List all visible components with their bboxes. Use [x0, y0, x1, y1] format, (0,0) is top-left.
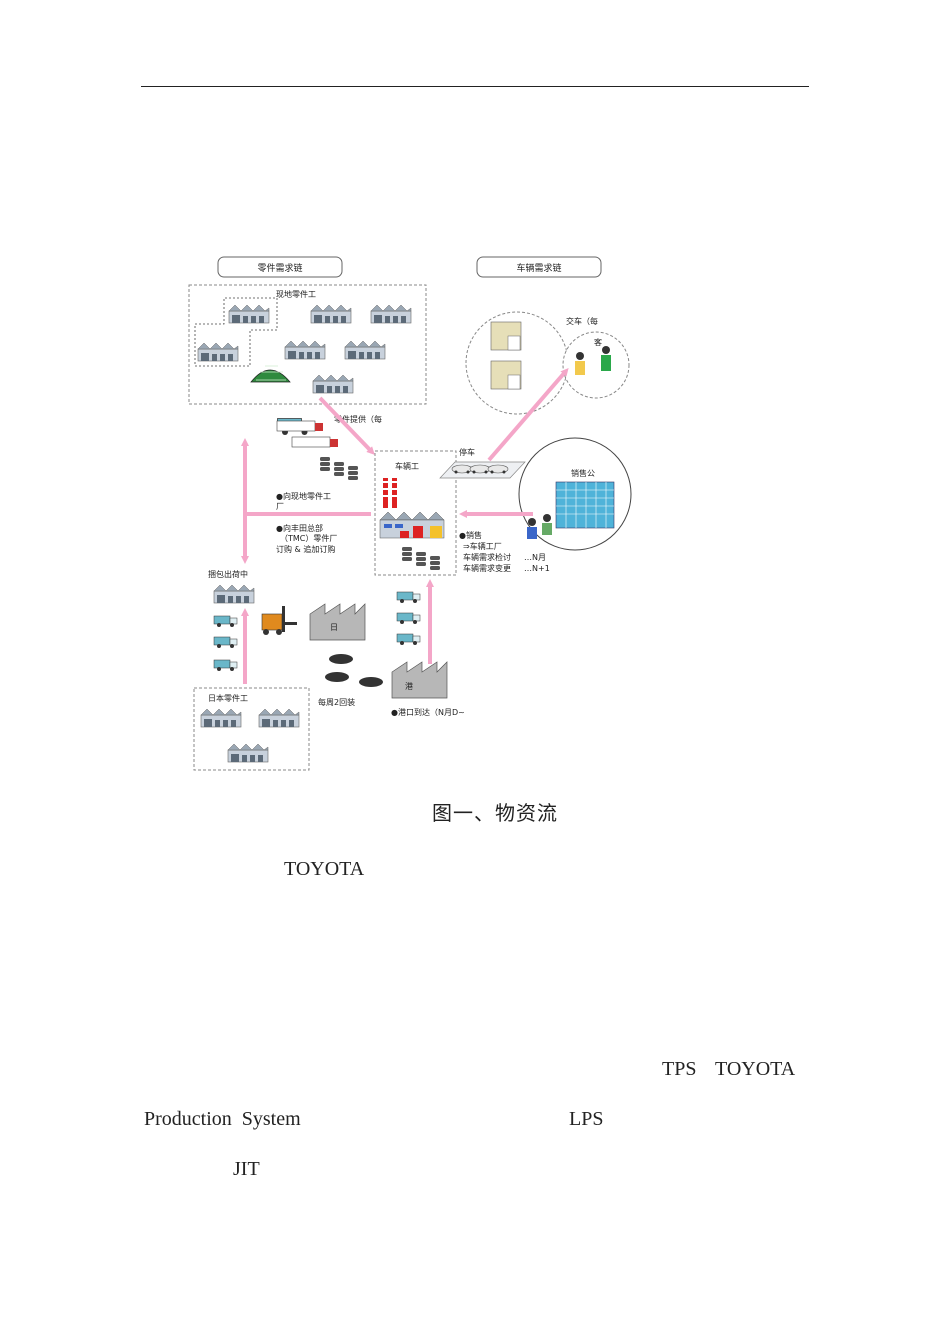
japan-label: 日	[330, 623, 338, 632]
japan-factory: 日	[309, 603, 366, 641]
factory-icon	[200, 708, 242, 728]
tire-icon	[430, 556, 440, 570]
sales-label-4b: …N+1	[524, 564, 550, 573]
customer-label: 客	[594, 337, 602, 347]
vehicle-chain-title: 车辆需求链	[516, 262, 561, 274]
truck-icon	[213, 615, 238, 628]
tire-icon	[416, 552, 426, 566]
factory-icon	[213, 584, 255, 604]
sales-label-3: 车辆需求检讨	[463, 552, 511, 562]
header-rule	[141, 86, 809, 87]
plant-chimneys	[383, 478, 397, 508]
sales-label-1: ●销售	[459, 530, 482, 540]
tire-icon	[334, 462, 344, 476]
sales-label-3b: …N月	[524, 553, 546, 562]
figure-caption: 图一、物资流	[432, 801, 558, 825]
sales-label-4: 车辆需求变更	[463, 563, 511, 573]
truck-icon	[213, 659, 238, 672]
weekly-ships-label: 每周2回装	[318, 697, 355, 707]
to-local-parts-label-2: 厂	[276, 502, 284, 511]
japan-parts-box	[193, 687, 310, 771]
factory-icon	[312, 374, 354, 394]
truck-icon	[396, 612, 421, 625]
factory-icon	[197, 342, 239, 362]
parts-chain-title-box: 零件需求链	[217, 256, 343, 278]
factory-icon	[228, 304, 270, 324]
factory-icon	[227, 743, 269, 763]
port-label: 港	[405, 681, 413, 691]
truck-icon	[396, 591, 421, 604]
factory-icon	[284, 340, 326, 360]
packing-center-label: 捆包出荷中	[208, 569, 248, 579]
delivery-label: 交车（每	[566, 316, 598, 326]
vehicle-plant-label: 车辆工	[395, 461, 419, 471]
factory-icon	[370, 304, 412, 324]
vehicle-plant-box	[374, 450, 457, 576]
port-factory: 港	[391, 661, 448, 699]
truck-icon	[213, 636, 238, 649]
text-toyota-2: TOYOTA	[715, 1058, 796, 1080]
flow-arrows	[241, 367, 569, 684]
delivery-area	[465, 311, 630, 415]
tire-icon	[348, 466, 358, 480]
local-parts-box	[188, 284, 427, 405]
text-toyota: TOYOTA	[284, 858, 365, 880]
ships-icon	[325, 654, 383, 687]
port-arrival-label: ●港口到达（N月D~	[391, 707, 465, 717]
parking-lot	[439, 461, 526, 479]
tire-icon	[320, 457, 330, 471]
forklift-icon	[261, 606, 297, 635]
text-lps: LPS	[569, 1108, 604, 1130]
tire-icon	[402, 547, 412, 561]
text-jit: JIT	[233, 1158, 260, 1180]
to-local-parts-label: ●向现地零件工	[276, 491, 331, 501]
toyota-hq-label-2: （TMC）零件厂	[280, 533, 337, 543]
sales-company-label: 销售公	[571, 468, 595, 478]
factory-icon	[258, 708, 300, 728]
material-flow-diagram: 零件需求链 车辆需求链 现地零件工 零件提供（每 车辆工	[188, 256, 632, 771]
toyota-hq-label-1: ●向丰田总部	[276, 523, 323, 533]
text-production-system: Production System	[144, 1108, 301, 1130]
factory-icon	[344, 340, 386, 360]
supply-trucks	[276, 420, 338, 448]
text-tps: TPS	[662, 1058, 697, 1080]
truck-icon	[396, 633, 421, 646]
toyota-hq-label-3: 订购 & 追加订购	[276, 544, 335, 554]
sales-label-2: ⇒车辆工厂	[463, 541, 502, 551]
sales-company	[518, 437, 632, 551]
parts-supply-label: 零件提供（每	[334, 414, 382, 424]
japan-parts-label: 日本零件工	[208, 693, 248, 703]
vehicle-chain-title-box: 车辆需求链	[476, 256, 602, 278]
plant-building	[379, 511, 445, 539]
customer-icon	[575, 346, 611, 375]
parts-chain-title: 零件需求链	[257, 262, 302, 274]
local-parts-label: 现地零件工	[276, 289, 316, 299]
greenhouse-icon	[250, 365, 291, 383]
factory-icon	[310, 304, 352, 324]
parking-label: 停车	[459, 447, 475, 457]
